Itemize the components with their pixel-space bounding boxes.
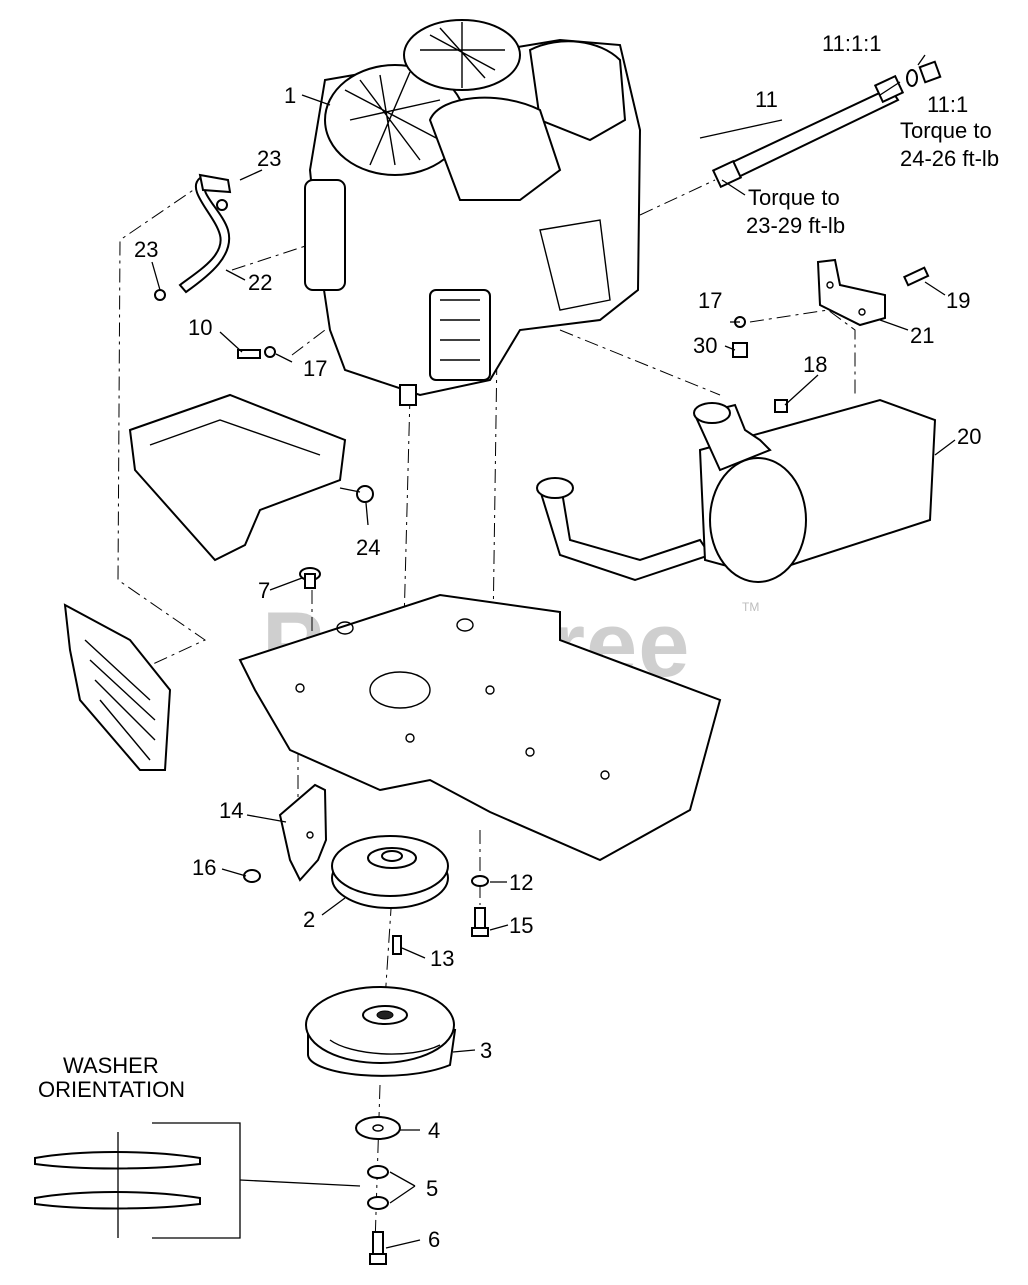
plug-part-24 — [339, 485, 374, 503]
key-part-13 — [392, 935, 402, 955]
callout-6: 6 — [428, 1227, 440, 1252]
torque-note-11-line2: 23-29 ft-lb — [746, 213, 845, 238]
callout-14: 14 — [219, 798, 243, 823]
washer-part-4 — [355, 1116, 401, 1140]
side-screen — [63, 603, 172, 771]
callout-15: 15 — [509, 913, 533, 938]
callout-1: 1 — [284, 83, 296, 108]
clutch-part-3 — [305, 986, 457, 1077]
leader-lines — [151, 54, 956, 1249]
nut-part-16 — [243, 869, 261, 883]
callout-19: 19 — [946, 288, 970, 313]
callout-18: 18 — [803, 352, 827, 377]
callout-22: 22 — [248, 270, 272, 295]
callout-2: 2 — [303, 907, 315, 932]
callout-12: 12 — [509, 870, 533, 895]
washer-bolt-17-30 — [732, 316, 748, 358]
bolt-part-15 — [471, 907, 489, 937]
callout-11-1-1: 11:1:1 — [822, 31, 882, 56]
bracket-part-21 — [816, 258, 886, 327]
callout-16: 16 — [192, 855, 216, 880]
washer-title-line1: WASHER — [63, 1053, 159, 1078]
callout-5: 5 — [426, 1176, 438, 1201]
torque-notes: Torque to 24-26 ft-lb Torque to 23-29 ft… — [746, 118, 999, 238]
torque-note-11-1-line1: Torque to — [900, 118, 992, 143]
callout-7: 7 — [258, 578, 270, 603]
callout-23-left: 23 — [134, 237, 158, 262]
washer-part-12 — [471, 875, 489, 887]
callout-11: 11 — [755, 87, 778, 112]
callout-17-left: 17 — [303, 356, 327, 381]
engine-part-1 — [304, 19, 642, 406]
callout-30: 30 — [693, 333, 717, 358]
bracket-part-14 — [278, 783, 328, 882]
washer-orientation-detail — [34, 1122, 361, 1239]
engine-bracket — [128, 393, 347, 562]
bolt-part-19 — [903, 266, 930, 287]
callout-13: 13 — [430, 946, 454, 971]
bolt-part-10 — [237, 346, 276, 359]
engine-deck — [238, 593, 722, 862]
callout-4: 4 — [428, 1118, 440, 1143]
callout-17-right: 17 — [698, 288, 722, 313]
callout-23-top: 23 — [257, 146, 281, 171]
torque-note-11-1-line2: 24-26 ft-lb — [900, 146, 999, 171]
washer-orientation-title: WASHER ORIENTATION — [38, 1053, 185, 1102]
callout-3: 3 — [480, 1038, 492, 1063]
pin-part-7 — [299, 567, 321, 589]
nut-part-18 — [774, 399, 788, 413]
callout-21: 21 — [910, 323, 934, 348]
bolt-part-6 — [369, 1231, 387, 1265]
callout-labels: 1 11 11:1:1 11:1 23 23 22 10 17 17 30 19… — [134, 31, 981, 1252]
callout-20: 20 — [957, 424, 981, 449]
washer-title-line2: ORIENTATION — [38, 1077, 185, 1102]
muffler-part-20 — [536, 398, 937, 583]
watermark-trademark: TM — [742, 600, 759, 614]
hose-part-22 — [154, 173, 232, 301]
pulley-part-2 — [331, 835, 449, 909]
callout-11-1: 11:1 — [927, 92, 968, 117]
callout-24: 24 — [356, 535, 380, 560]
torque-note-11-line1: Torque to — [748, 185, 840, 210]
pipe-part-11 — [711, 60, 942, 189]
callout-10: 10 — [188, 315, 212, 340]
washer-part-5 — [367, 1165, 389, 1210]
